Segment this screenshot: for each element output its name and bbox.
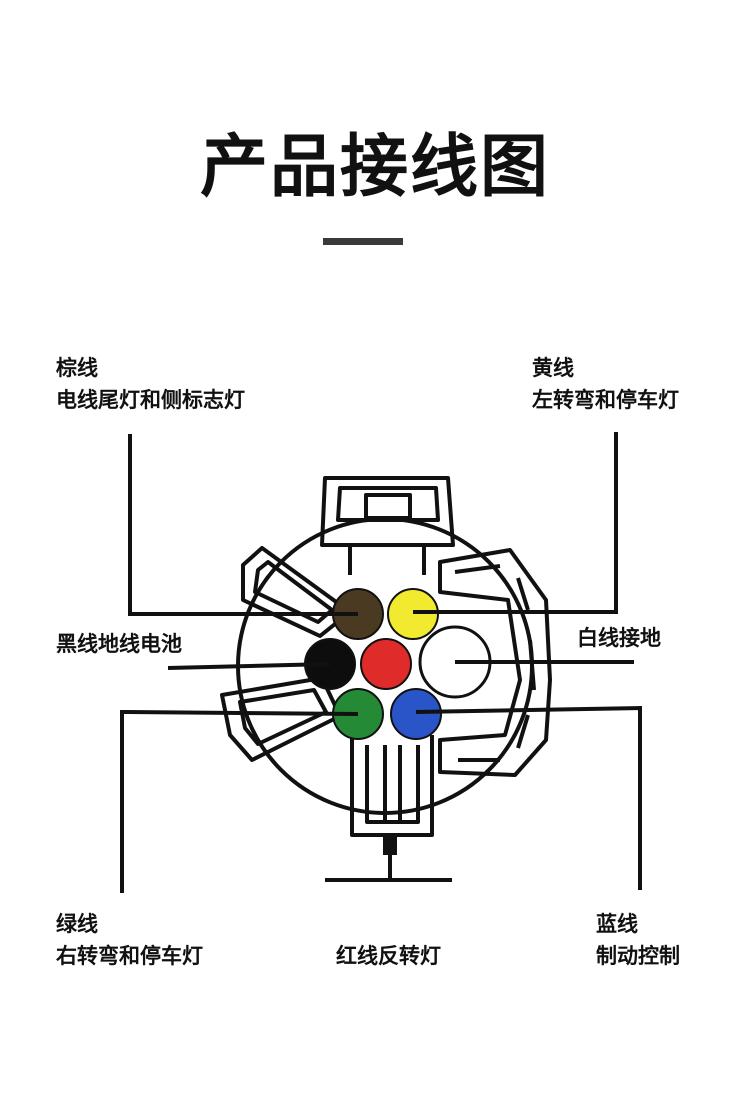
leader-green bbox=[120, 709, 359, 893]
label-blue-desc: 制动控制 bbox=[596, 944, 680, 968]
pin-red bbox=[360, 638, 412, 690]
title-underline bbox=[323, 238, 403, 245]
label-red-title: 红线反转灯 bbox=[336, 944, 441, 968]
leader-brown bbox=[128, 434, 358, 616]
label-yellow-title: 黄线 bbox=[532, 356, 574, 380]
leader-blue bbox=[415, 705, 642, 890]
right-grille bbox=[438, 548, 552, 777]
stem-terminal bbox=[383, 835, 397, 855]
page-title: 产品接线图 bbox=[199, 128, 550, 207]
label-black: 黑线地线电池 bbox=[56, 628, 182, 660]
label-yellow-desc: 左转弯和停车灯 bbox=[532, 388, 679, 412]
label-brown-title: 棕线 bbox=[56, 356, 98, 380]
label-blue-title: 蓝线 bbox=[596, 912, 638, 936]
label-yellow: 黄线 左转弯和停车灯 bbox=[532, 352, 679, 416]
label-black-title: 黑线地线电池 bbox=[56, 632, 182, 656]
label-blue: 蓝线 制动控制 bbox=[596, 908, 680, 972]
label-white-title: 白线接地 bbox=[577, 626, 661, 650]
label-red: 红线反转灯 bbox=[336, 940, 441, 972]
label-brown: 棕线 电线尾灯和侧标志灯 bbox=[56, 352, 245, 416]
top-latch bbox=[320, 476, 455, 547]
label-green-desc: 右转弯和停车灯 bbox=[56, 944, 203, 968]
fin-lower-left bbox=[220, 676, 342, 762]
label-white: 白线接地 bbox=[577, 622, 661, 654]
pin-blue bbox=[390, 688, 442, 740]
leader-black bbox=[167, 662, 331, 670]
leader-yellow bbox=[413, 432, 618, 614]
label-brown-desc: 电线尾灯和侧标志灯 bbox=[56, 388, 245, 412]
label-green: 绿线 右转弯和停车灯 bbox=[56, 908, 203, 972]
label-green-title: 绿线 bbox=[56, 912, 98, 936]
